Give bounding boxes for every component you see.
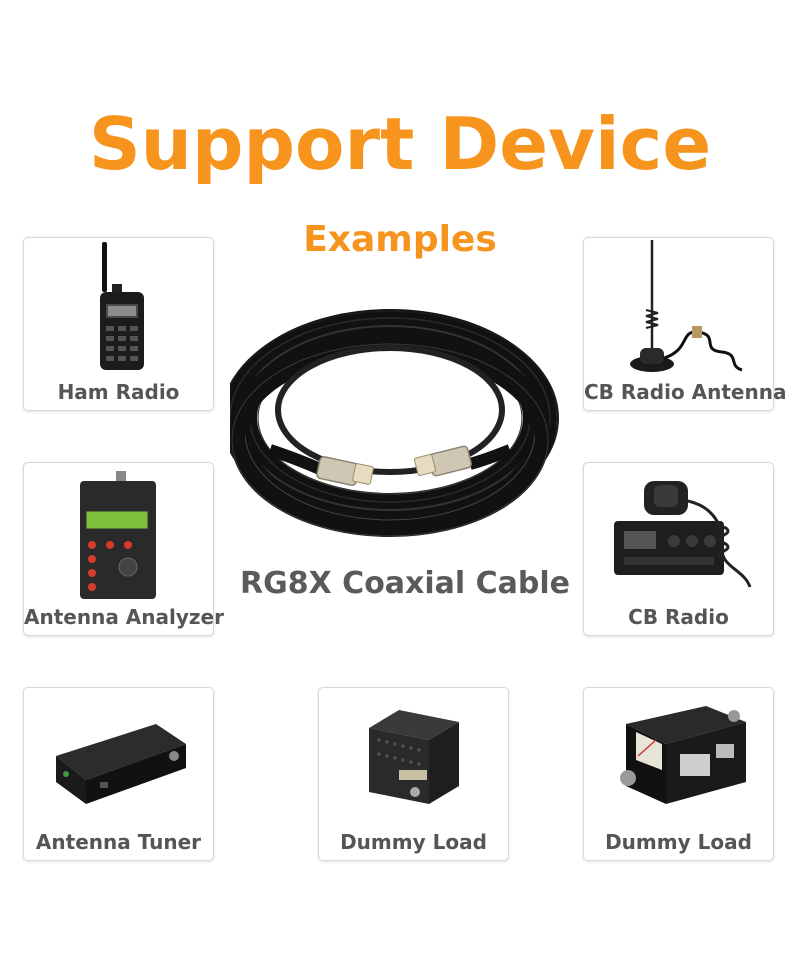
page-subtitle: Examples [303, 219, 497, 260]
device-label: Dummy Load [340, 830, 487, 854]
product-label: RG8X Coaxial Cable [240, 566, 571, 601]
device-card-swr-meter: Dummy Load [583, 687, 774, 861]
device-card-ham-radio: Ham Radio [23, 237, 214, 411]
device-label: Antenna Analyzer [24, 605, 224, 629]
cb-radio-icon [614, 481, 752, 588]
coil-cable-icon [221, 300, 570, 544]
device-label: Antenna Tuner [35, 830, 202, 854]
handheld-radio-icon [100, 242, 144, 370]
antenna-analyzer-icon [80, 471, 156, 599]
device-card-cb-antenna: CB Radio Antenna [583, 237, 787, 411]
device-label: CB Radio [628, 605, 729, 629]
device-card-cb-radio: CB Radio [583, 462, 774, 636]
device-label: Dummy Load [605, 830, 752, 854]
device-card-antenna-analyzer: Antenna Analyzer [23, 462, 224, 636]
device-label: CB Radio Antenna [584, 380, 787, 404]
antenna-tuner-icon [56, 724, 186, 804]
swr-meter-icon [620, 706, 746, 804]
dummy-load-icon [369, 710, 459, 804]
device-label: Ham Radio [57, 380, 180, 404]
device-card-dummy-load: Dummy Load [318, 687, 509, 861]
device-card-antenna-tuner: Antenna Tuner [23, 687, 214, 861]
magnetic-antenna-icon [630, 240, 743, 372]
page-title: Support Device [88, 102, 712, 186]
